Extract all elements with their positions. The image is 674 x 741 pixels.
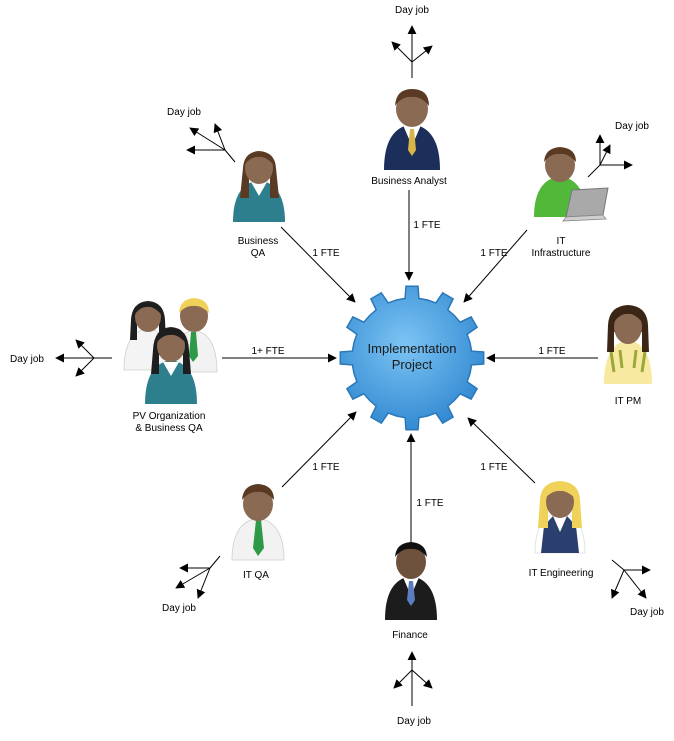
role-label-business-qa-1: Business [238, 236, 279, 247]
role-label-it-pm: IT PM [615, 396, 641, 407]
day-job-arrow [75, 357, 95, 377]
fte-label: 1 FTE [413, 220, 441, 231]
day-job-label: Day job [167, 107, 201, 118]
day-job-arrow [75, 339, 95, 359]
business-qa-avatar-icon [233, 151, 285, 222]
fte-label: 1 FTE [416, 498, 444, 509]
implementation-project-gear: Implementation Project [339, 285, 485, 431]
center-title-line2: Project [392, 357, 433, 372]
day-job-label: Day job [10, 354, 44, 365]
fte-label: 1 FTE [312, 462, 340, 473]
it-pm-avatar-icon [604, 305, 652, 384]
role-label-it-engineering: IT Engineering [529, 568, 594, 579]
day-job-label: Day job [630, 607, 664, 618]
role-label-it-infrastructure-1: IT [557, 236, 566, 247]
day-job-arrow [587, 164, 601, 178]
fte-arrow [281, 411, 357, 488]
role-label-finance: Finance [392, 630, 428, 641]
fte-arrow [463, 229, 528, 303]
fte-label: 1 FTE [538, 346, 566, 357]
day-job-labels: Day job Day job Day job Day job Day job … [10, 5, 664, 727]
fte-arrow [467, 417, 536, 484]
day-job-arrow [175, 567, 211, 589]
day-job-label: Day job [395, 5, 429, 16]
fte-label: 1+ FTE [251, 346, 284, 357]
fte-connectors [222, 190, 598, 550]
day-job-arrow [196, 567, 211, 599]
day-job-arrow [189, 127, 226, 151]
day-job-arrow [599, 144, 611, 166]
role-label-business-qa-2: QA [251, 248, 266, 259]
fte-label: 1 FTE [312, 248, 340, 259]
pv-organization-avatar-icon [123, 298, 218, 404]
day-job-arrow [611, 569, 625, 599]
it-qa-avatar-icon [231, 484, 285, 561]
finance-avatar-icon [385, 542, 437, 620]
role-label-pv-organization-2: & Business QA [135, 423, 203, 434]
day-job-arrow [209, 555, 221, 569]
role-label-pv-organization-1: PV Organization [133, 411, 206, 422]
center-title-line1: Implementation [368, 341, 457, 356]
day-job-arrow [213, 123, 226, 151]
role-label-it-infrastructure-2: Infrastructure [532, 248, 591, 259]
it-infrastructure-avatar-icon [534, 147, 609, 222]
day-job-arrow [391, 41, 413, 63]
business-analyst-avatar-icon [384, 89, 440, 170]
fte-arrow [280, 226, 356, 303]
fte-label: 1 FTE [480, 462, 508, 473]
role-label-it-qa: IT QA [243, 570, 269, 581]
role-labels: Business Analyst IT Infrastructure IT PM… [133, 176, 642, 641]
it-engineering-avatar-icon [534, 481, 586, 554]
day-job-label: Day job [162, 603, 196, 614]
day-job-arrow [623, 569, 647, 599]
day-job-label: Day job [615, 121, 649, 132]
role-label-business-analyst: Business Analyst [371, 176, 447, 187]
day-job-arrow [224, 149, 236, 163]
day-job-arrow [411, 669, 433, 689]
fte-label: 1 FTE [480, 248, 508, 259]
fte-labels: 1 FTE 1 FTE 1 FTE 1 FTE 1 FTE 1 FTE 1+ F… [251, 220, 565, 509]
day-job-axes [55, 25, 651, 706]
day-job-label: Day job [397, 716, 431, 727]
day-job-arrow [411, 45, 433, 63]
day-job-arrow [393, 669, 413, 689]
day-job-arrow [611, 559, 625, 571]
